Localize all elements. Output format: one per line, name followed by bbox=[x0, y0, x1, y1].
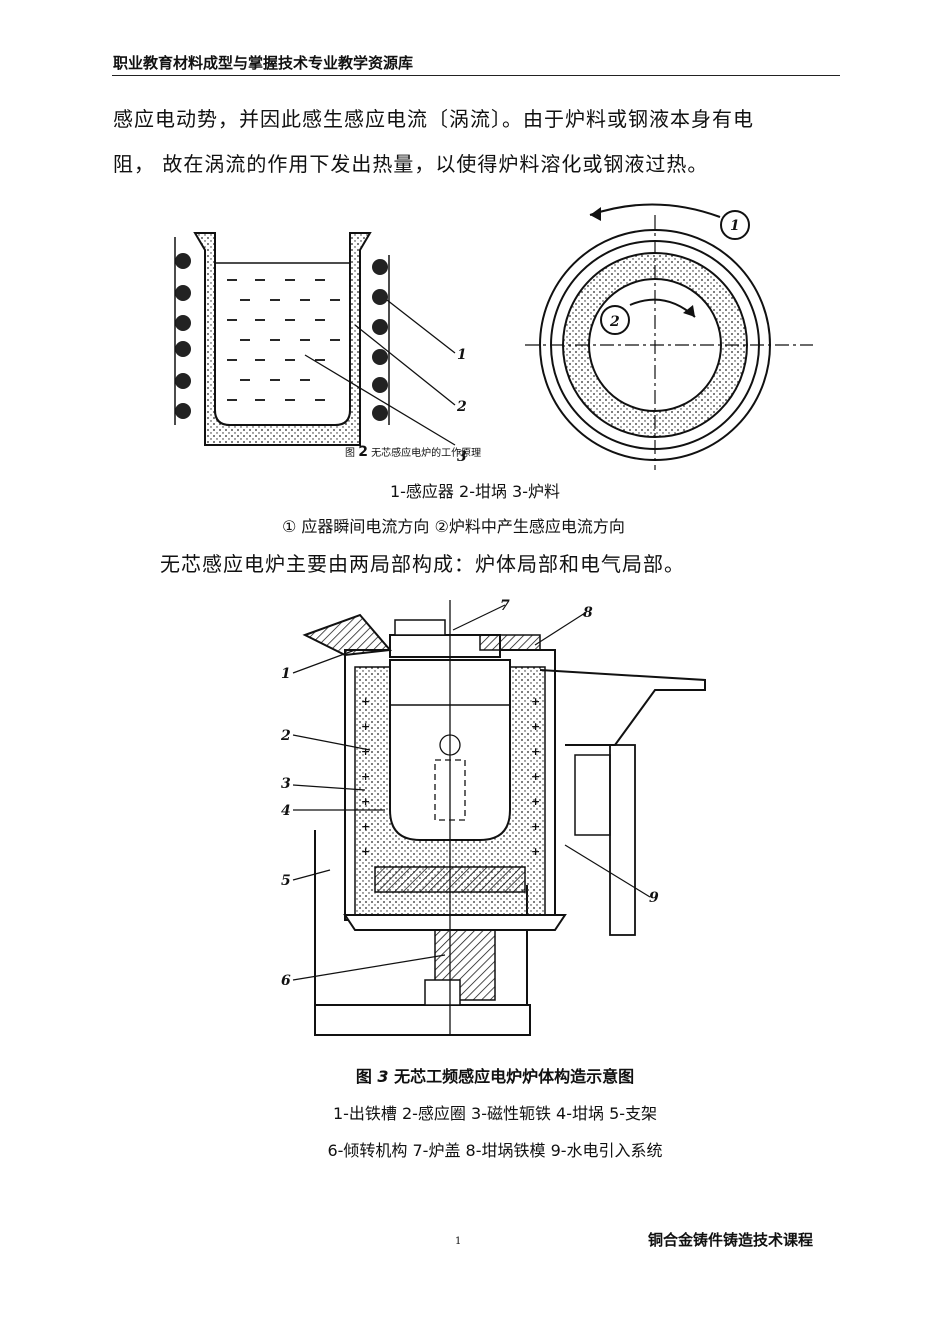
fig2-label-3: 3 bbox=[457, 449, 467, 465]
figure3-legend-line-1: 1-出铁槽 2-感应圈 3-磁性轭铁 4-坩埚 5-支架 bbox=[332, 1104, 658, 1123]
running-footer: 铜合金铸件铸造技术课程 bbox=[648, 1231, 814, 1249]
fig3-label-5: 5 bbox=[281, 873, 291, 889]
running-header: 职业教育材料成型与掌握技术专业教学资源库 bbox=[113, 54, 414, 72]
fig2-label-2: 2 bbox=[456, 399, 467, 415]
svg-text:+: + bbox=[361, 695, 370, 708]
paragraph-line-2: 阻， 故在涡流的作用下发出热量，以使得炉料溶化或钢液过热。 bbox=[113, 152, 709, 176]
fig3-label-7: 7 bbox=[500, 598, 510, 614]
svg-text:+: + bbox=[361, 745, 370, 758]
figure2-legend-line-2: ① 应器瞬间电流方向 ②炉料中产生感应电流方向 bbox=[282, 517, 625, 536]
svg-text:+: + bbox=[361, 845, 370, 858]
figure2-caption: 图 2 无芯感应电炉的工作原理 bbox=[345, 444, 481, 460]
svg-text:+: + bbox=[531, 770, 540, 783]
fig2-circle-label-1: 1 bbox=[730, 218, 740, 234]
svg-text:+: + bbox=[531, 720, 540, 733]
fig3-label-8: 8 bbox=[583, 605, 593, 621]
figure2-caption-prefix: 图 bbox=[345, 448, 355, 459]
paragraph-line-1: 感应电动势，并因此感生感应电流〔涡流〕。由于炉料或钢液本身有电 bbox=[113, 107, 754, 131]
svg-text:+: + bbox=[531, 795, 540, 808]
figure3-caption-text: 无芯工频感应电炉炉体构造示意图 bbox=[394, 1067, 635, 1086]
figure3-caption-prefix: 图 bbox=[355, 1067, 372, 1086]
figure2-crucible-diagram: 1 2 3 bbox=[174, 232, 467, 465]
fig3-label-9: 9 bbox=[649, 890, 659, 906]
svg-text:+: + bbox=[531, 820, 540, 833]
svg-text:+: + bbox=[361, 820, 370, 833]
svg-text:+: + bbox=[361, 795, 370, 808]
fig3-label-4: 4 bbox=[281, 803, 291, 819]
fig3-label-1: 1 bbox=[281, 666, 291, 682]
figure3-legend-line-2: 6-倾转机构 7-炉盖 8-坩埚铁模 9-水电引入系统 bbox=[327, 1141, 663, 1160]
figure3-furnace-diagram: + + + + + + + + + + + + + + 1 2 3 4 5 6 7 8 9 bbox=[280, 598, 706, 1036]
paragraph-line-3: 无芯感应电炉主要由两局部构成：炉体局部和电气局部。 bbox=[160, 552, 685, 576]
fig3-label-3: 3 bbox=[281, 776, 291, 792]
svg-text:+: + bbox=[531, 745, 540, 758]
fig3-label-2: 2 bbox=[280, 728, 291, 744]
svg-text:+: + bbox=[361, 770, 370, 783]
figure2-legend-line-1: 1-感应器 2-坩埚 3-炉料 bbox=[389, 482, 561, 501]
figure3-caption-number: 3 bbox=[377, 1067, 389, 1086]
figure2-plan-view-diagram: 1 2 bbox=[525, 203, 813, 470]
svg-text:+: + bbox=[531, 695, 540, 708]
figure2-caption-text: 无芯感应电炉的工作原理 bbox=[371, 448, 482, 459]
figure2-caption-number: 2 bbox=[358, 444, 368, 460]
figure3-caption: 图 3 无芯工频感应电炉炉体构造示意图 bbox=[0, 1063, 950, 1087]
fig2-label-1: 1 bbox=[457, 347, 467, 363]
fig3-label-6: 6 bbox=[281, 973, 291, 989]
svg-text:+: + bbox=[531, 845, 540, 858]
page-number: 1 bbox=[455, 1236, 462, 1247]
header-divider bbox=[112, 75, 840, 76]
svg-text:+: + bbox=[361, 720, 370, 733]
fig2-circle-label-2: 2 bbox=[609, 314, 620, 330]
